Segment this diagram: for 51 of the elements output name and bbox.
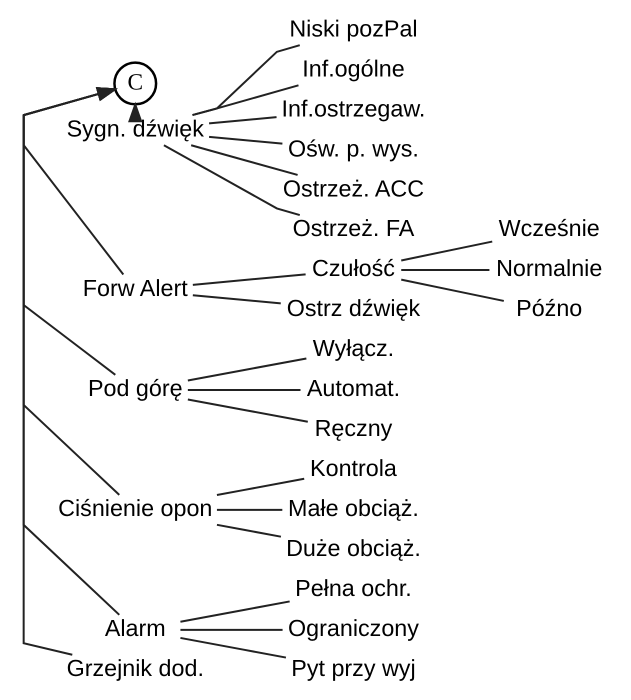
connector	[180, 600, 290, 623]
node-text: Inf.ogólne	[302, 55, 404, 82]
connector	[400, 269, 489, 272]
node-text: Późno	[516, 295, 582, 322]
connector	[192, 84, 298, 116]
node-text: Forw Alert	[82, 275, 188, 302]
arrow	[22, 87, 124, 276]
node-text: Ostrz dźwięk	[286, 295, 420, 322]
node-text: Ostrzeż. FA	[292, 215, 414, 242]
node-text: Duże obciąż.	[286, 535, 420, 562]
connector	[187, 388, 300, 391]
node-text: Normalnie	[496, 255, 602, 282]
connector	[208, 116, 276, 124]
node-text: Wyłącz.	[312, 335, 394, 362]
arrow	[22, 87, 118, 376]
node-text: Ograniczony	[288, 615, 418, 642]
connector	[400, 240, 492, 262]
node-text: Inf.ostrzegaw.	[281, 95, 425, 122]
connector	[400, 278, 504, 302]
node-circle: C	[112, 61, 157, 106]
node-text: Ręczny	[314, 415, 392, 442]
connector	[216, 508, 282, 511]
connector	[187, 398, 308, 423]
node-text: Wcześnie	[498, 215, 600, 242]
node-text: Pod górę	[87, 375, 182, 402]
connector	[192, 44, 300, 116]
connector	[180, 628, 282, 631]
connector	[192, 273, 306, 286]
node-text: Czułość	[312, 255, 394, 282]
arrow	[128, 102, 142, 122]
node-text: Alarm	[104, 615, 166, 642]
node-text: Sygn. dźwięk	[66, 115, 204, 142]
node-text: Automat.	[306, 375, 400, 402]
node-text: Ciśnienie opon	[58, 495, 212, 522]
node-text: Pełna ochr.	[294, 575, 412, 602]
node-text: Ośw. p. wys.	[288, 135, 418, 162]
connector	[216, 524, 281, 538]
node-text: Ostrzeż. ACC	[282, 175, 424, 202]
node-text: Grzejnik dod.	[66, 654, 204, 681]
connector	[192, 294, 280, 304]
connector	[208, 136, 282, 145]
connector	[162, 144, 300, 216]
connector	[187, 357, 306, 382]
node-text: Pyt przy wyj	[290, 654, 416, 681]
connector	[190, 144, 298, 176]
arrow	[22, 87, 120, 496]
node-text: Niski pozPal	[288, 15, 418, 42]
node-text: Małe obciąż.	[288, 495, 418, 522]
connector	[216, 478, 304, 496]
node-text: Kontrola	[310, 455, 396, 482]
connector	[180, 636, 286, 659]
